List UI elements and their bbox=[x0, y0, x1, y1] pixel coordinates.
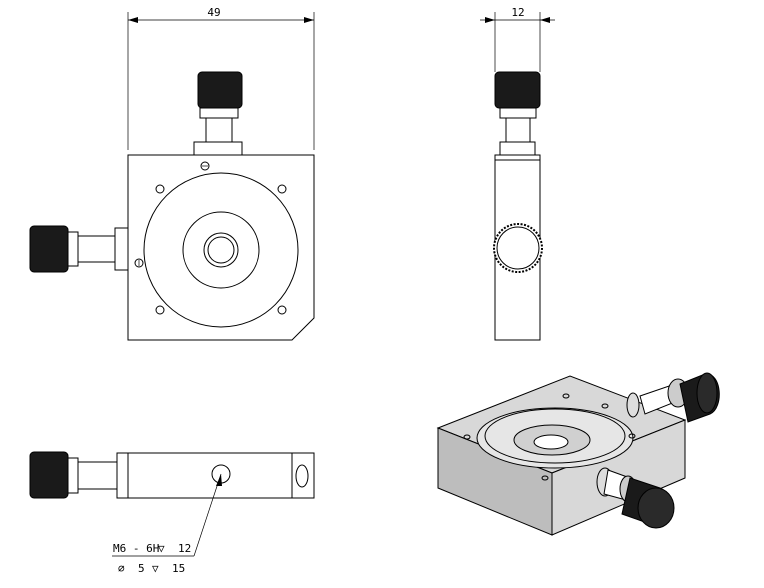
dimension-label-49: 49 bbox=[207, 6, 220, 19]
mounting-holes bbox=[155, 184, 287, 315]
knurled-knob-icon bbox=[29, 451, 69, 499]
callout-thread-depth: 12 bbox=[178, 542, 191, 555]
knurled-knob-icon bbox=[197, 71, 243, 109]
top-micrometer bbox=[193, 71, 243, 156]
bottom-view: M6 - 6H ▽ 12 ∅ 5 ▽ 15 bbox=[29, 451, 315, 575]
bottom-micrometer bbox=[29, 451, 129, 499]
left-micrometer bbox=[29, 225, 129, 273]
iso-micrometer-front bbox=[596, 467, 675, 529]
knurled-knob-icon bbox=[494, 71, 541, 109]
svg-text:▽: ▽ bbox=[158, 542, 165, 555]
svg-text:∅: ∅ bbox=[118, 562, 125, 575]
callout-hole-diameter: 5 bbox=[138, 562, 145, 575]
front-block bbox=[127, 154, 315, 341]
stage-outer-ring bbox=[143, 172, 299, 328]
callout-thread: M6 - 6H bbox=[113, 542, 159, 555]
front-view: 49 bbox=[29, 6, 315, 341]
thread-callout: M6 - 6H ▽ 12 ∅ 5 ▽ 15 bbox=[113, 542, 191, 575]
dimension-width-front: 49 bbox=[127, 6, 315, 150]
knurled-knob-icon bbox=[29, 225, 69, 273]
isometric-view bbox=[436, 372, 720, 536]
callout-hole-depth: 15 bbox=[172, 562, 185, 575]
dimension-label-12: 12 bbox=[511, 6, 524, 19]
iso-micrometer-back bbox=[626, 372, 720, 423]
side-top-micrometer bbox=[494, 71, 541, 156]
side-view: 12 bbox=[480, 6, 555, 341]
svg-text:▽: ▽ bbox=[152, 562, 159, 575]
side-knob bbox=[493, 223, 543, 273]
dimension-width-side: 12 bbox=[480, 6, 555, 72]
